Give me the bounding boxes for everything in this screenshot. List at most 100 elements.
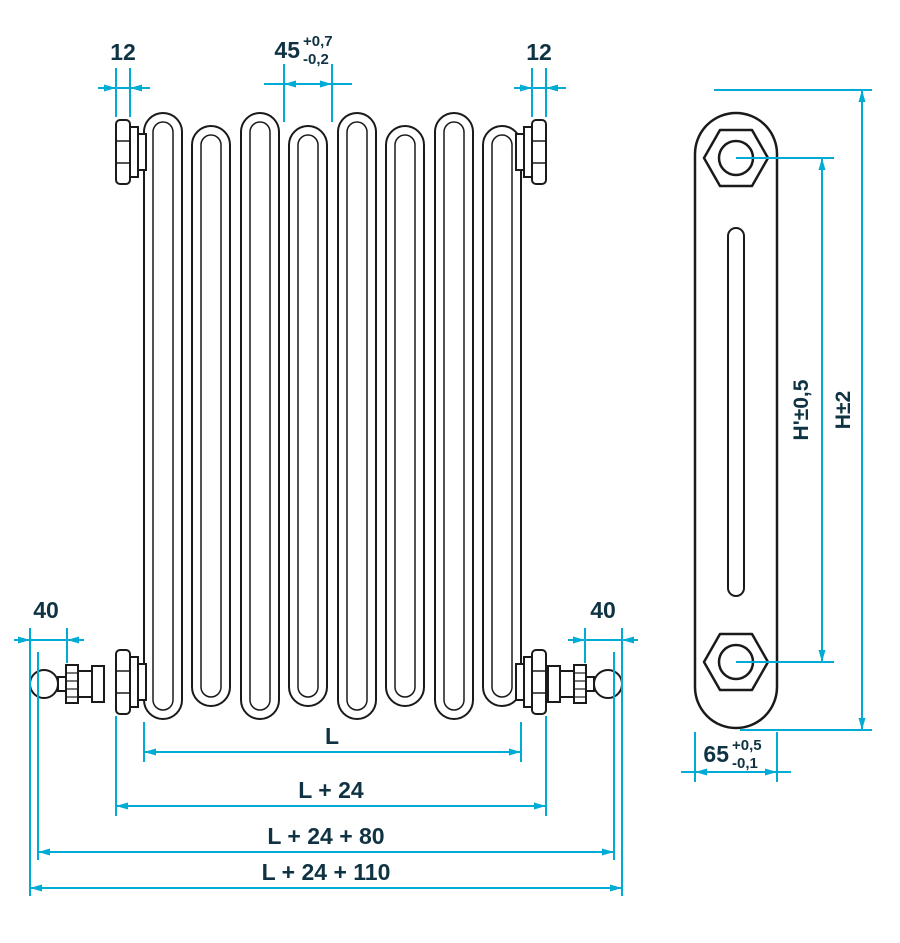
left-ball-valve <box>29 664 105 704</box>
radiator-tube <box>240 112 280 720</box>
radiator-tube <box>482 125 522 707</box>
dim-valve-right: 40 <box>568 597 638 896</box>
dim-label-40-left: 40 <box>33 597 59 623</box>
right-ball-valve <box>547 664 623 704</box>
plug-cap <box>115 119 131 185</box>
valve-ball <box>593 669 623 699</box>
tube-inner-line <box>249 121 271 711</box>
dim-label-65: 65 <box>703 741 729 767</box>
dim-height-overall: H±2 <box>714 89 872 731</box>
tube-inner-line <box>152 121 174 711</box>
top-left-plug <box>115 119 147 185</box>
radiator-tube <box>434 112 474 720</box>
dim-valve-left: 40 <box>14 597 84 896</box>
radiator-tube <box>143 112 183 720</box>
radiator-tube <box>337 112 377 720</box>
plug-cap <box>531 649 547 715</box>
arrowhead <box>573 636 585 644</box>
plug-cap <box>531 119 547 185</box>
radiator-tube <box>385 125 425 707</box>
arrowhead <box>818 158 826 170</box>
plug-cap <box>115 649 131 715</box>
dim-label-L: L <box>325 723 339 749</box>
dim-label-45: 45 <box>274 37 300 63</box>
plug-stub <box>515 133 525 171</box>
dim-length: L <box>143 722 522 762</box>
line-drawing <box>29 111 779 730</box>
dim-label-L24: L + 24 <box>298 777 364 803</box>
plug-stub <box>137 663 147 701</box>
tube-inner-line <box>200 134 222 698</box>
arrowhead <box>30 884 42 892</box>
plug-stub <box>137 133 147 171</box>
radiator-tubes-front <box>143 112 474 720</box>
dim-label-H-prime: H'±0,5 <box>790 379 813 440</box>
radiator-tube <box>191 125 231 707</box>
dim-label-12-left: 12 <box>110 39 136 65</box>
tube-inner-line <box>443 121 465 711</box>
valve-body <box>559 670 575 698</box>
top-right-plug <box>515 119 547 185</box>
dimensions: 12 45 +0,7 -0,2 12 <box>14 33 872 896</box>
arrowhead <box>130 84 142 92</box>
dim-plug-width-left: 12 <box>98 39 150 117</box>
arrowhead <box>546 84 558 92</box>
arrowhead <box>858 90 866 102</box>
side-profile <box>693 111 779 730</box>
plug-flange <box>129 126 139 178</box>
arrowhead <box>144 748 156 756</box>
tube-inner-line <box>491 134 513 698</box>
dim-label-L24-80: L + 24 + 80 <box>267 823 384 849</box>
dim-label-L24-110: L + 24 + 110 <box>262 859 391 885</box>
plug-flange <box>523 126 533 178</box>
dim-label-12-right: 12 <box>526 39 552 65</box>
dim-label-65-tol-plus: +0,5 <box>732 737 762 754</box>
dim-length-24: L + 24 <box>115 716 547 816</box>
arrowhead <box>104 84 116 92</box>
arrowhead <box>320 80 332 88</box>
valve-union-nut <box>547 665 561 703</box>
arrowhead <box>818 650 826 662</box>
plug-flange <box>523 656 533 708</box>
dim-label-45-tol-plus: +0,7 <box>303 33 333 50</box>
dim-length-24-110: L + 24 + 110 <box>30 859 622 892</box>
dim-label-H: H±2 <box>832 391 855 429</box>
arrowhead <box>18 636 30 644</box>
plug-stub <box>515 663 525 701</box>
dim-label-45-tol-minus: -0,2 <box>303 51 329 68</box>
radiator-tube <box>288 125 328 707</box>
bottom-left-plug <box>115 649 147 715</box>
arrowhead <box>858 718 866 730</box>
center-groove <box>727 227 745 597</box>
dim-label-65-tol-minus: -0,1 <box>732 755 758 772</box>
arrowhead <box>509 748 521 756</box>
arrowhead <box>67 636 79 644</box>
arrowhead <box>622 636 634 644</box>
arrowhead <box>284 80 296 88</box>
valve-stem <box>57 676 67 692</box>
arrowhead <box>38 848 50 856</box>
tube-inner-line <box>346 121 368 711</box>
arrowhead <box>602 848 614 856</box>
dim-section-pitch: 45 +0,7 -0,2 <box>264 33 352 122</box>
valve-body <box>77 670 93 698</box>
dim-label-40-right: 40 <box>590 597 616 623</box>
arrowhead <box>520 84 532 92</box>
arrowhead <box>534 802 546 810</box>
valve-ball <box>29 669 59 699</box>
tube-inner-line <box>394 134 416 698</box>
bottom-right-plug <box>515 649 547 715</box>
arrowhead <box>610 884 622 892</box>
valve-stem <box>585 676 595 692</box>
plug-flange <box>129 656 139 708</box>
dim-depth: 65 +0,5 -0,1 <box>681 732 791 782</box>
valve-union-nut <box>91 665 105 703</box>
dim-height-pitch: H'±0,5 <box>736 157 834 663</box>
arrowhead <box>116 802 128 810</box>
tube-inner-line <box>297 134 319 698</box>
radiator-tubes-back <box>191 125 522 707</box>
side-view <box>693 111 779 730</box>
arrowhead <box>695 768 707 776</box>
